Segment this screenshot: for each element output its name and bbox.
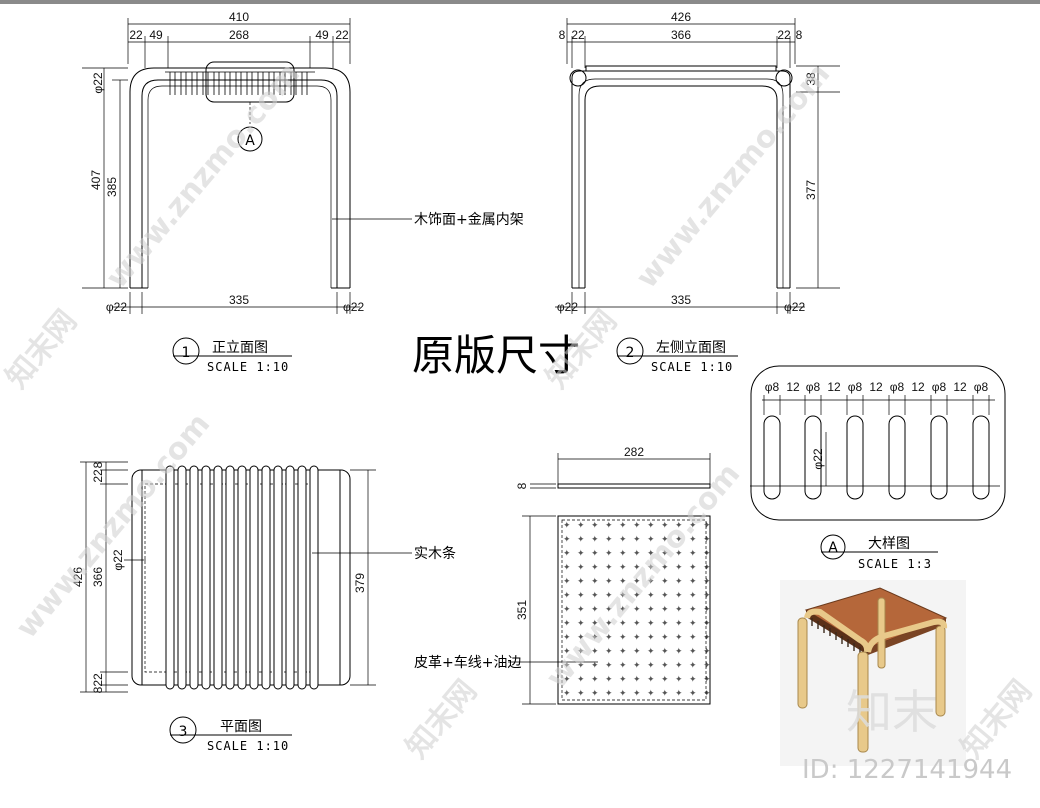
detail-slots — [763, 415, 990, 500]
detail-dims: φ8 12 φ8 12 φ8 12 φ8 12 φ8 12 φ8 — [765, 380, 989, 394]
side-dim-left-tube: φ22 — [557, 300, 578, 314]
detail-scale: SCALE 1:3 — [858, 557, 932, 571]
front-dim-d1: 22 — [129, 28, 143, 42]
cushion-view: ✦ 282 8 351 皮革+车线+油边 — [414, 445, 711, 705]
cushion-note: 皮革+车线+油边 — [414, 654, 521, 671]
front-dim-left-tube: φ22 — [106, 300, 127, 314]
front-view: 410 22 49 268 49 22 — [82, 10, 524, 374]
side-dim-d4: 22 — [777, 28, 791, 42]
plan-dim-bot-b: 8 — [91, 686, 105, 693]
side-dim-right-tube: φ22 — [784, 300, 805, 314]
detail-slot-dim: φ22 — [811, 448, 825, 469]
svg-text:12: 12 — [953, 380, 967, 394]
detail-title: 大样图 — [868, 536, 910, 552]
plan-note: 实木条 — [414, 545, 456, 562]
svg-text:φ8: φ8 — [932, 380, 947, 394]
front-note: 木饰面+金属内架 — [414, 212, 524, 228]
svg-text:12: 12 — [827, 380, 841, 394]
front-dim-overall: 410 — [229, 10, 249, 24]
front-dim-span: 335 — [229, 293, 249, 307]
detail-view: φ8 12 φ8 12 φ8 12 φ8 12 φ8 12 φ8 — [750, 365, 1006, 571]
side-dim-overall: 426 — [671, 10, 691, 24]
front-dim-d2: 49 — [149, 28, 163, 42]
svg-text:12: 12 — [786, 380, 800, 394]
plan-dim-inner: 366 — [91, 567, 105, 587]
side-dim-d2: 22 — [571, 28, 585, 42]
side-view: 426 8 22 366 22 8 38 377 φ22 — [555, 10, 840, 374]
side-dim-d3: 366 — [671, 28, 691, 42]
plan-dim-overall: 426 — [71, 567, 85, 587]
top-border — [0, 0, 1040, 4]
watermark-url-2: www.znzmo.com — [629, 57, 837, 295]
plan-tube-label: φ22 — [111, 549, 125, 570]
cushion-dim-top: 282 — [624, 445, 644, 459]
svg-text:φ8: φ8 — [890, 380, 905, 394]
side-dim-span: 335 — [671, 293, 691, 307]
front-title-num: 1 — [182, 345, 191, 361]
side-title: 左侧立面图 — [656, 340, 726, 356]
front-dim-tube: φ22 — [91, 72, 105, 93]
watermark-brand-3: 知末网 — [399, 674, 484, 765]
plan-title-num: 3 — [179, 724, 188, 740]
plan-scale: SCALE 1:10 — [207, 739, 289, 753]
cushion-dim-thick: 8 — [515, 482, 529, 489]
front-title: 正立面图 — [212, 340, 268, 356]
plan-dim-top-a: 22 — [91, 469, 105, 483]
watermark-brand-4: 知末网 — [954, 674, 1039, 765]
plan-title: 平面图 — [220, 719, 262, 735]
side-dim-top: 38 — [804, 72, 818, 86]
plan-dim-bot-a: 22 — [91, 673, 105, 687]
front-dim-d5: 22 — [335, 28, 349, 42]
svg-text:φ8: φ8 — [974, 380, 989, 394]
plan-dim-top-b: 8 — [91, 461, 105, 468]
plan-dim-right: 379 — [353, 573, 367, 593]
side-dim-inner: 377 — [804, 180, 818, 200]
svg-text:φ8: φ8 — [806, 380, 821, 394]
front-slats — [165, 61, 315, 103]
side-dim-d5: 8 — [796, 28, 803, 42]
side-title-num: 2 — [626, 345, 635, 361]
detail-title-num: A — [828, 540, 838, 556]
svg-text:φ8: φ8 — [848, 380, 863, 394]
side-dim-d1: 8 — [559, 28, 566, 42]
front-callout-a — [237, 126, 263, 152]
front-dim-inner: 385 — [105, 177, 119, 197]
svg-text:φ8: φ8 — [765, 380, 780, 394]
front-dim-right-tube: φ22 — [343, 300, 364, 314]
front-dim-d3: 268 — [229, 28, 249, 42]
svg-text:12: 12 — [911, 380, 925, 394]
stool-render — [780, 580, 966, 766]
front-callout-letter: A — [245, 133, 255, 149]
svg-text:12: 12 — [869, 380, 883, 394]
front-dim-height: 407 — [89, 170, 103, 190]
watermark-brand-1: 知末网 — [0, 304, 84, 395]
front-scale: SCALE 1:10 — [207, 360, 289, 374]
center-label: 原版尺寸 — [412, 331, 580, 380]
cushion-dim-left: 351 — [515, 600, 529, 620]
plan-slats — [165, 465, 319, 690]
front-dim-d4: 49 — [315, 28, 329, 42]
plan-view: 426 366 22 8 22 8 φ22 379 实木条 3 平面图 SCAL… — [71, 461, 456, 753]
side-scale: SCALE 1:10 — [651, 360, 733, 374]
